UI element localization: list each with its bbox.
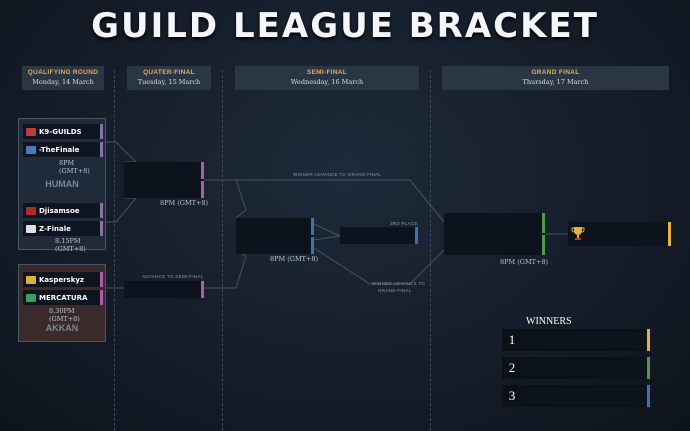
slot-color-bar [542,213,545,233]
trophy-icon [571,227,585,240]
team-slot[interactable]: -TheFinale [23,142,103,157]
winner-place: 2 [508,360,516,375]
team-name: Kasperskyz [39,275,84,284]
team-logo-icon [26,145,36,154]
match-time: 8PM (GMT+8) [270,255,319,263]
slot-color-bar [201,162,204,179]
column-divider [222,70,223,431]
slot-color-bar [100,221,103,236]
quarter-final-match[interactable] [124,162,204,198]
winner-slot[interactable] [524,387,650,405]
team-logo-icon [26,275,36,284]
team-name: Djisamsoe [39,206,80,215]
slot-color-bar [100,290,103,305]
winner-place: 1 [508,332,516,347]
group-name: HUMAN [45,179,79,189]
winner-row-3: 3 [502,385,650,407]
advance-note: ADVANCE TO SEMI-FINAL [142,274,204,279]
slot-color-bar [100,272,103,287]
semi-final-match[interactable] [236,218,314,254]
team-slot[interactable]: MERCATURA [23,290,103,305]
team-name: MERCATURA [39,293,88,302]
slot-color-bar [311,218,314,235]
team-logo-icon [26,127,36,136]
group-name: AKKAN [45,323,79,333]
group-human: K9-GUILDS -TheFinale 8PM (GMT+8) HUMAN D… [18,118,106,253]
slot-color-bar [201,181,204,198]
team-name: Z-Finale [39,224,71,233]
winners-heading: WINNERS [526,316,572,327]
winner-slot[interactable] [524,331,650,349]
round-label: GRAND FINAL [531,69,580,76]
third-place-match[interactable] [340,227,418,244]
advance-note: WINNER ADVANCE TO [372,281,426,286]
team-slot[interactable]: Kasperskyz [23,272,103,287]
quarter-final-match[interactable] [124,281,204,298]
team-logo-icon [26,206,36,215]
slot-color-bar [100,124,103,139]
slot-color-bar [201,281,204,298]
round-date: Monday, 14 March [32,78,94,86]
round-date: Tuesday, 15 March [137,78,201,86]
team-slot[interactable]: Z-Finale [23,221,103,236]
column-divider [430,70,431,431]
round-date: Wednesday, 16 March [290,78,364,86]
round-header-semi: SEMI-FINAL Wednesday, 16 March [235,66,419,90]
slot-color-bar [647,357,650,379]
winner-row-2: 2 [502,357,650,379]
slot-color-bar [415,227,418,244]
team-logo-icon [26,293,36,302]
team-slot[interactable]: Djisamsoe [23,203,103,218]
winner-slot[interactable] [524,359,650,377]
page-title: GUILD LEAGUE BRACKET [91,6,599,46]
round-date: Thursday, 17 March [522,78,589,86]
slot-color-bar [647,385,650,407]
match-time: 8PM (GMT+8) [59,159,90,175]
slot-color-bar [542,235,545,255]
team-name: K9-GUILDS [39,127,82,136]
slot-color-bar [100,203,103,218]
group-akkan: Kasperskyz MERCATURA 8.30PM (GMT+8) AKKA… [18,264,106,342]
team-logo-icon [26,224,36,233]
advance-note: GRAND FINAL [378,288,412,293]
slot-color-bar [311,237,314,254]
column-divider [114,70,115,431]
slot-color-bar [100,142,103,157]
winner-place: 3 [508,388,516,403]
match-time: 8PM (GMT+8) [160,199,209,207]
team-name: -TheFinale [39,145,80,154]
round-label: QUALIFYING ROUND [27,69,99,76]
champion-slot[interactable] [568,222,671,246]
match-time: 8PM (GMT+8) [500,258,549,266]
advance-note: WINNER ADVANCE TO GRAND FINAL [293,172,382,177]
slot-color-bar [647,329,650,351]
team-slot[interactable]: K9-GUILDS [23,124,103,139]
round-header-grand: GRAND FINAL Thursday, 17 March [442,66,669,90]
round-label: SEMI-FINAL [306,69,348,76]
grand-final-match[interactable] [444,213,545,255]
round-label: QUATER-FINAL [143,69,195,76]
round-header-qualifying: QUALIFYING ROUND Monday, 14 March [22,66,104,90]
round-header-quarter: QUATER-FINAL Tuesday, 15 March [127,66,211,90]
winner-row-1: 1 [502,329,650,351]
match-time: 8.30PM (GMT+8) [49,307,80,323]
third-place-label: 3RD PLACE [390,221,418,226]
match-time: 8.15PM (GMT+8) [55,237,86,253]
slot-color-bar [668,222,671,246]
